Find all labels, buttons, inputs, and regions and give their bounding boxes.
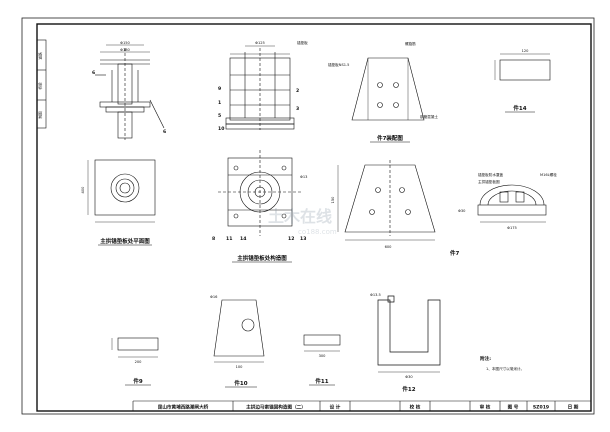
part12-view xyxy=(377,295,441,373)
callout-c1: 锚垫板 xyxy=(297,40,308,45)
part-num-8: 8 xyxy=(212,236,215,242)
tb-review-label: 审 核 xyxy=(480,404,491,411)
tb-drawing-no: SZ019 xyxy=(533,405,549,411)
part14-view xyxy=(494,53,551,81)
part-num-14: 14 xyxy=(240,236,246,242)
part11-view xyxy=(303,334,341,352)
tb-drawing-title: 主拱边马索锚固构造图（二） xyxy=(246,404,306,411)
notes-heading: 附注: xyxy=(480,355,491,362)
side-stamp-2: 桥梁 xyxy=(38,82,43,90)
dim-d7: Φ13 xyxy=(300,175,307,179)
inner-border xyxy=(36,23,592,412)
side-stamp: 道路 桥梁 制图 xyxy=(36,39,47,129)
callout-c8: 主拱锚垫板圈 xyxy=(478,179,500,184)
dim-d3: Φ125 xyxy=(255,41,265,45)
anchor-frame-view xyxy=(225,45,295,130)
callout-c2: 螺旋筋 xyxy=(405,41,416,46)
caption-part10: 件10 xyxy=(234,379,247,387)
anchor-plan-view xyxy=(87,159,156,223)
part-num-2: 2 xyxy=(296,88,299,94)
dim-d12: Φ30 xyxy=(458,209,466,213)
dim-d11: 100 xyxy=(236,365,244,369)
caption-part11: 件11 xyxy=(315,377,328,385)
watermark: 土木在线 co188.com xyxy=(268,207,337,236)
caption-part9: 件9 xyxy=(133,377,143,385)
part-num-13: 13 xyxy=(300,236,306,242)
caption-anchor-view: 主拱锚垫板处构造图 xyxy=(237,254,287,262)
watermark-url: co188.com xyxy=(298,228,337,236)
part-num-5: 5 xyxy=(218,113,221,119)
anchor-detail-view xyxy=(218,150,302,236)
part7-assembly-view xyxy=(351,57,425,121)
part-num-12: 12 xyxy=(288,236,294,242)
tb-project: 昆山市黄埔西路潮闸大桥 xyxy=(158,404,209,411)
part7-view xyxy=(337,160,436,241)
part-num-11: 11 xyxy=(226,236,232,242)
part-num-10: 10 xyxy=(218,126,224,132)
tb-drawing-no-label: 图 号 xyxy=(508,404,519,411)
dim-d9: 600 xyxy=(385,245,393,249)
side-stamp-1: 道路 xyxy=(38,52,43,60)
dim-d13: Φ175 xyxy=(507,226,517,230)
part9-view xyxy=(111,337,159,358)
caption-part14: 件14 xyxy=(513,104,526,112)
notes-line1: 1、本图尺寸以毫米计。 xyxy=(486,366,524,371)
anchor-elevation-view xyxy=(95,44,165,140)
dim-d10: Φ16 xyxy=(210,295,218,299)
part-num-1: 1 xyxy=(218,100,221,106)
part-num-9: 9 xyxy=(218,86,221,92)
outer-border xyxy=(21,17,595,415)
dim-d15: Φ13.5 xyxy=(370,293,381,297)
callout-c9: M16L螺栓 xyxy=(540,172,557,177)
tb-check-label: 校 核 xyxy=(410,404,421,411)
dim-d16: Φ30 xyxy=(405,375,413,379)
part-num-6b: 6 xyxy=(163,129,166,135)
tb-date-label: 日 期 xyxy=(568,404,579,411)
callout-c7: 锚垫板防水罩盖 xyxy=(478,172,504,177)
title-block xyxy=(132,400,591,411)
dim-d2: Φ180 xyxy=(120,48,130,52)
part10-view xyxy=(213,299,265,363)
caption-part7: 件7 xyxy=(450,249,460,257)
dim-d4: 120 xyxy=(522,49,530,53)
caption-plan-view: 主拱锚垫板处平面图 xyxy=(100,237,150,245)
part-num-3: 3 xyxy=(296,106,299,112)
callout-c4: 钢管混凝土 xyxy=(420,114,438,119)
dim-d14: 300 xyxy=(319,354,327,358)
callout-c3: 锚垫板NS1.5 xyxy=(328,62,349,67)
caption-part7-assembly: 件7装配图 xyxy=(377,134,403,142)
side-stamp-3: 制图 xyxy=(38,111,43,119)
dim-d5: 400 xyxy=(81,186,85,194)
dim-d8: 150 xyxy=(331,196,335,204)
tb-design-label: 设 计 xyxy=(330,404,341,411)
dim-d1: Φ150 xyxy=(120,41,130,45)
watermark-text: 土木在线 xyxy=(268,207,332,226)
clamp-ring-view xyxy=(477,184,547,223)
part-num-6a: 6 xyxy=(92,70,95,76)
dim-d6: 200 xyxy=(135,360,143,364)
caption-part12: 件12 xyxy=(402,385,415,393)
